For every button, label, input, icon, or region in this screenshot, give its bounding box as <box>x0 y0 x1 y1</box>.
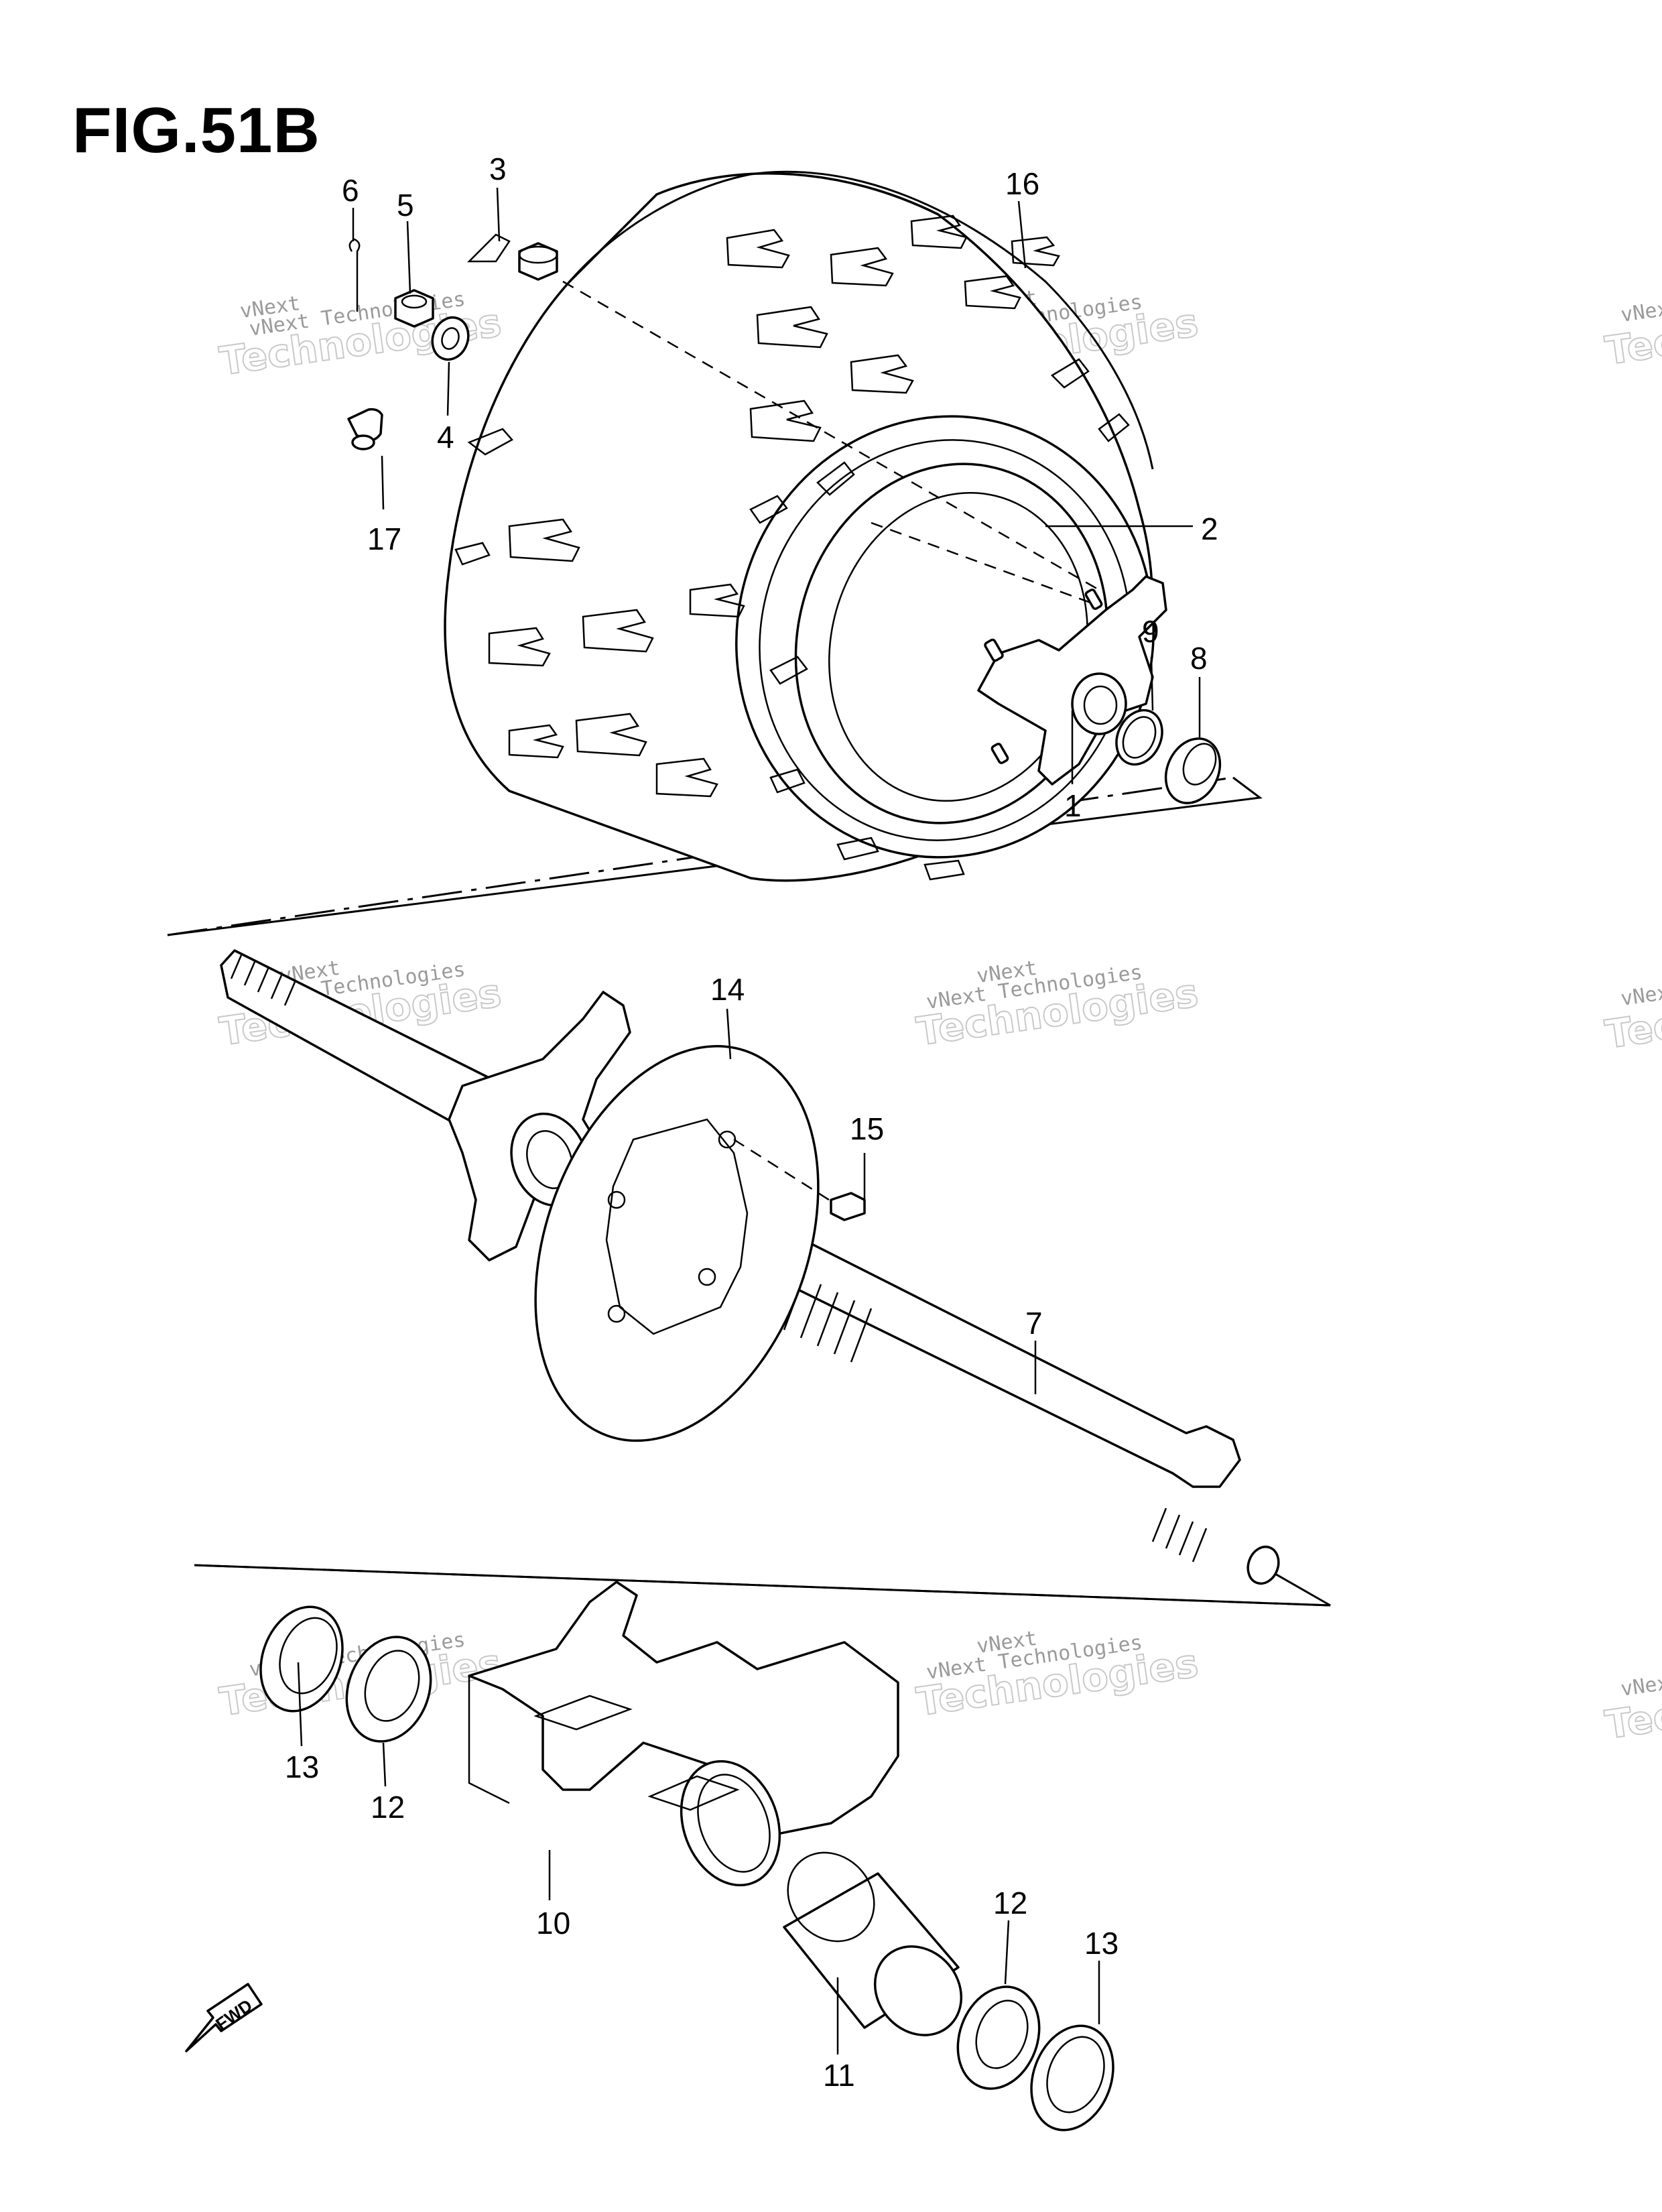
callout-12-left: 12 <box>371 1790 405 1825</box>
callout-numbers: 6 5 3 16 4 17 2 1 9 8 14 15 7 10 11 12 1… <box>285 151 1218 2093</box>
callout-5: 5 <box>397 188 414 223</box>
oil-seal-8 <box>1164 737 1222 804</box>
callout-1: 1 <box>1064 788 1082 823</box>
callout-12-right: 12 <box>993 1886 1027 1920</box>
fwd-direction-badge: FWD <box>185 1983 263 2052</box>
brake-disc-14 <box>534 1044 820 1442</box>
callout-7: 7 <box>1025 1306 1043 1341</box>
callout-13-left: 13 <box>285 1749 319 1784</box>
callout-6: 6 <box>342 173 359 208</box>
rear-tire-16 <box>444 170 1155 882</box>
section-divider-lower <box>194 1564 1331 1607</box>
callout-14: 14 <box>710 972 745 1007</box>
watermark-6: vNext vNext Technologies Technologies <box>913 1627 1202 1725</box>
o-ring-9 <box>1115 709 1163 766</box>
bearing-12-right <box>956 1985 1041 2090</box>
valve-stem-17 <box>347 408 383 450</box>
tread-lugs <box>454 214 1130 881</box>
lug-nut-3 <box>518 242 558 281</box>
axle-housing-10 <box>468 1581 899 1887</box>
callout-11: 11 <box>823 2058 855 2093</box>
callout-16: 16 <box>1005 166 1039 201</box>
spacer-11 <box>783 1851 963 2036</box>
wheel-hub-1 <box>977 575 1167 786</box>
bolt-15 <box>733 1138 866 1221</box>
callout-8: 8 <box>1190 641 1208 676</box>
oil-seal-13-left <box>259 1605 344 1713</box>
castle-nut-5 <box>394 289 434 328</box>
figure-title: FIG.51B <box>72 95 320 166</box>
bearing-12-left <box>345 1636 432 1743</box>
callout-15: 15 <box>850 1111 884 1146</box>
cotter-pin-6 <box>348 238 361 312</box>
watermark-edge-1: vNext Technologies Technologies <box>1602 273 1662 374</box>
axle-spline-right <box>1151 1508 1208 1562</box>
watermark-company: vNext Technologies <box>1619 273 1662 327</box>
washer-4 <box>431 316 470 361</box>
callout-4: 4 <box>437 420 454 454</box>
callout-17: 17 <box>367 521 401 556</box>
callout-9: 9 <box>1142 614 1159 649</box>
callout-10: 10 <box>536 1906 570 1941</box>
axle-spline-left <box>230 955 296 1006</box>
watermark-edge-2: vNext Technologies Technologies <box>1602 957 1662 1058</box>
watermark-company: vNext Technologies <box>1619 957 1662 1011</box>
callout-3: 3 <box>489 151 507 186</box>
leader-lines <box>297 187 1201 2054</box>
watermark-edge-3: vNext Technologies Technologies <box>1602 1648 1662 1748</box>
callout-13-right: 13 <box>1084 1926 1118 1961</box>
watermark-4: vNext vNext Technologies Technologies <box>913 957 1202 1055</box>
watermark-company: vNext Technologies <box>1619 1648 1662 1701</box>
oil-seal-13-right <box>1030 2024 1114 2132</box>
callout-2: 2 <box>1201 511 1218 546</box>
